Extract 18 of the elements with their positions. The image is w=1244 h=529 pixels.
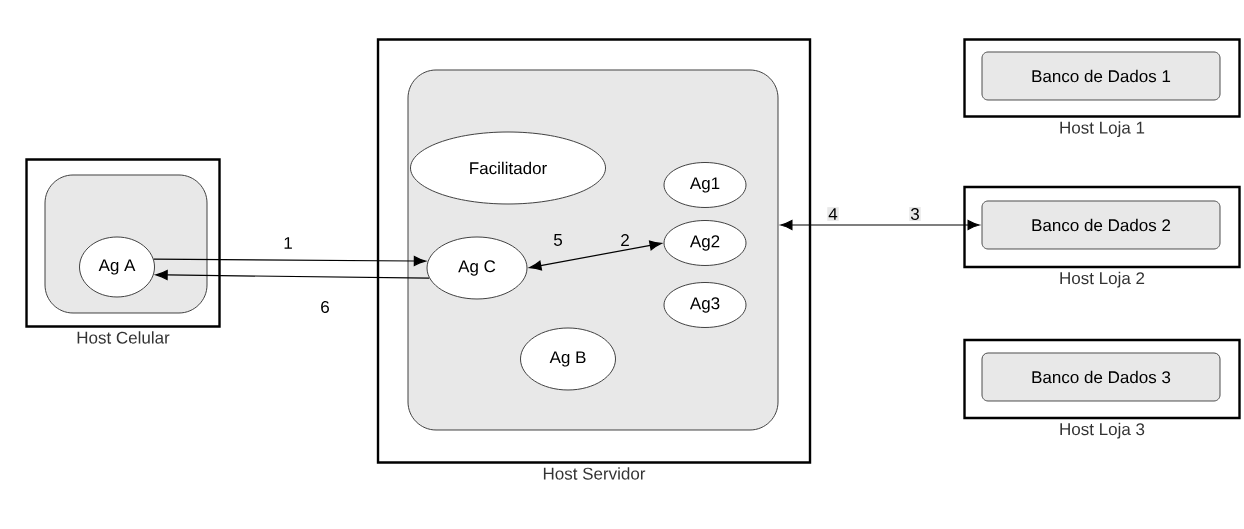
edge-label: 6 — [321, 300, 329, 313]
node-label: Host Celular — [77, 331, 170, 344]
arrow — [529, 240, 662, 271]
node-label: Host Loja 3 — [1060, 422, 1145, 439]
database-box: Banco de Dados 1 — [981, 51, 1221, 101]
node-label: Host Loja 2 — [1060, 271, 1145, 288]
edge-label: 1 — [284, 237, 292, 249]
step-number: 5 — [552, 233, 564, 247]
node-label: Host Loja 1 — [1060, 121, 1145, 138]
database-box: Banco de Dados 2 — [981, 200, 1221, 250]
arrow — [155, 269, 430, 280]
arrow — [780, 219, 980, 230]
arrow — [153, 255, 426, 266]
step-number: 2 — [619, 233, 631, 247]
step-number: 3 — [909, 207, 921, 221]
node-label: Host Servidor — [543, 467, 646, 480]
database-box: Banco de Dados 3 — [981, 352, 1221, 402]
step-number: 4 — [827, 207, 839, 221]
